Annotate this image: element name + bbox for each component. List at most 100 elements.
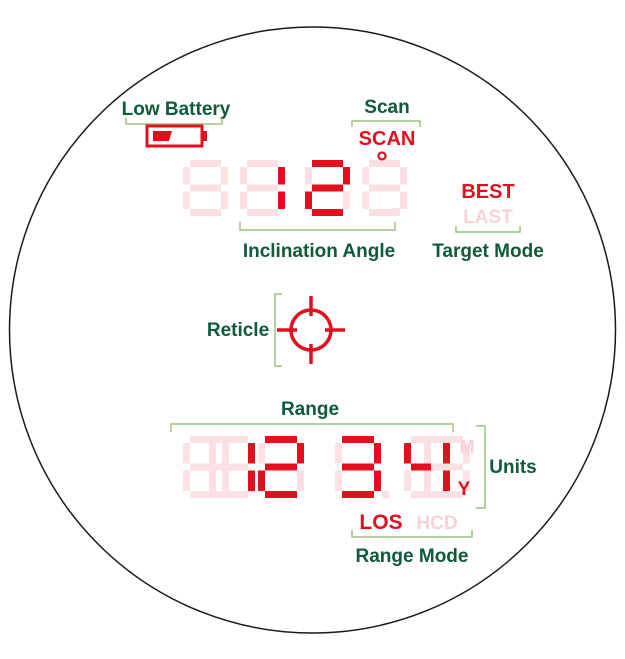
segment-f	[258, 443, 265, 464]
segment-f	[305, 167, 312, 185]
segment-a	[265, 436, 297, 443]
range-mode-los: LOS	[359, 511, 402, 534]
range-decimal-point	[382, 491, 389, 498]
segment-g	[342, 463, 374, 471]
segment-c	[443, 470, 450, 491]
segment-b	[221, 167, 228, 185]
target-mode-last: LAST	[463, 207, 513, 228]
segment-c	[400, 191, 407, 209]
segment-e	[404, 470, 411, 491]
reticle-label: Reticle	[207, 320, 269, 341]
segment-f	[183, 443, 190, 464]
segment-c	[297, 470, 304, 491]
range-digit-3	[258, 436, 304, 498]
segment-f	[362, 167, 369, 185]
segment-f	[209, 443, 216, 464]
segment-g	[265, 463, 297, 471]
segment-c	[343, 191, 350, 209]
segment-e	[362, 191, 369, 209]
range-digit-1	[183, 436, 229, 498]
range-mode-bracket	[351, 530, 473, 538]
inclination-digit-3	[305, 160, 350, 216]
range-bracket	[170, 423, 454, 432]
inclination-angle-display	[183, 160, 407, 216]
segment-a	[369, 160, 400, 167]
segment-d	[431, 491, 463, 498]
inclination-angle-label: Inclination Angle	[243, 241, 395, 262]
segment-e	[183, 470, 190, 491]
segment-g	[190, 463, 222, 471]
segment-b	[443, 443, 450, 464]
range-digit-4	[335, 436, 381, 498]
segment-c	[463, 470, 470, 491]
segment-a	[190, 160, 221, 167]
segment-d	[247, 209, 278, 216]
segment-e	[240, 191, 247, 209]
unit-meters: M	[460, 437, 475, 457]
scan-indicator: SCAN	[359, 128, 416, 150]
segment-f	[335, 443, 342, 464]
segment-f	[240, 167, 247, 185]
segment-f	[424, 443, 431, 464]
segment-g	[312, 184, 343, 192]
segment-b	[248, 443, 255, 464]
scan-label: Scan	[364, 97, 409, 118]
segment-a	[247, 160, 278, 167]
segment-e	[209, 470, 216, 491]
target-mode-best: BEST	[461, 181, 514, 203]
segment-d	[190, 491, 222, 498]
units-label: Units	[489, 457, 537, 478]
segment-g	[190, 184, 221, 192]
segment-b	[374, 443, 381, 464]
segment-g	[431, 463, 463, 471]
segment-a	[411, 436, 443, 443]
low-battery-bracket	[125, 118, 223, 125]
unit-yards: Y	[458, 479, 471, 500]
inclination-digit-4	[362, 160, 407, 216]
segment-b	[297, 443, 304, 464]
segment-f	[183, 167, 190, 185]
units-bracket	[476, 425, 486, 509]
target-mode-label: Target Mode	[432, 241, 544, 262]
segment-g	[411, 463, 443, 471]
range-digit-5	[404, 436, 450, 498]
segment-b	[463, 443, 470, 464]
segment-a	[342, 436, 374, 443]
segment-b	[222, 443, 229, 464]
segment-c	[248, 470, 255, 491]
segment-d	[190, 209, 221, 216]
target-mode-bracket	[455, 226, 521, 233]
segment-g	[369, 184, 400, 192]
inclination-decimal-point	[393, 208, 400, 215]
segment-d	[342, 491, 374, 498]
inclination-digit-1	[183, 160, 228, 216]
segment-c	[278, 191, 285, 209]
battery-low-icon	[145, 124, 207, 148]
segment-d	[312, 209, 343, 216]
low-battery-label: Low Battery	[122, 99, 231, 120]
range-label: Range	[281, 399, 339, 420]
segment-e	[258, 470, 265, 491]
segment-a	[312, 160, 343, 167]
segment-e	[335, 470, 342, 491]
segment-c	[222, 470, 229, 491]
inclination-angle-bracket	[239, 222, 396, 231]
segment-a	[431, 436, 463, 443]
segment-a	[190, 436, 222, 443]
segment-d	[265, 491, 297, 498]
degree-symbol: °	[376, 146, 388, 179]
range-display	[183, 436, 470, 498]
segment-d	[216, 491, 248, 498]
segment-g	[216, 463, 248, 471]
segment-c	[374, 470, 381, 491]
range-mode-hcd: HCD	[416, 513, 457, 534]
segment-e	[183, 191, 190, 209]
reticle-bracket	[274, 293, 282, 367]
segment-b	[278, 167, 285, 185]
segment-b	[400, 167, 407, 185]
segment-b	[343, 167, 350, 185]
lens-outline	[8, 26, 617, 634]
segment-f	[404, 443, 411, 464]
segment-c	[221, 191, 228, 209]
segment-d	[411, 491, 443, 498]
